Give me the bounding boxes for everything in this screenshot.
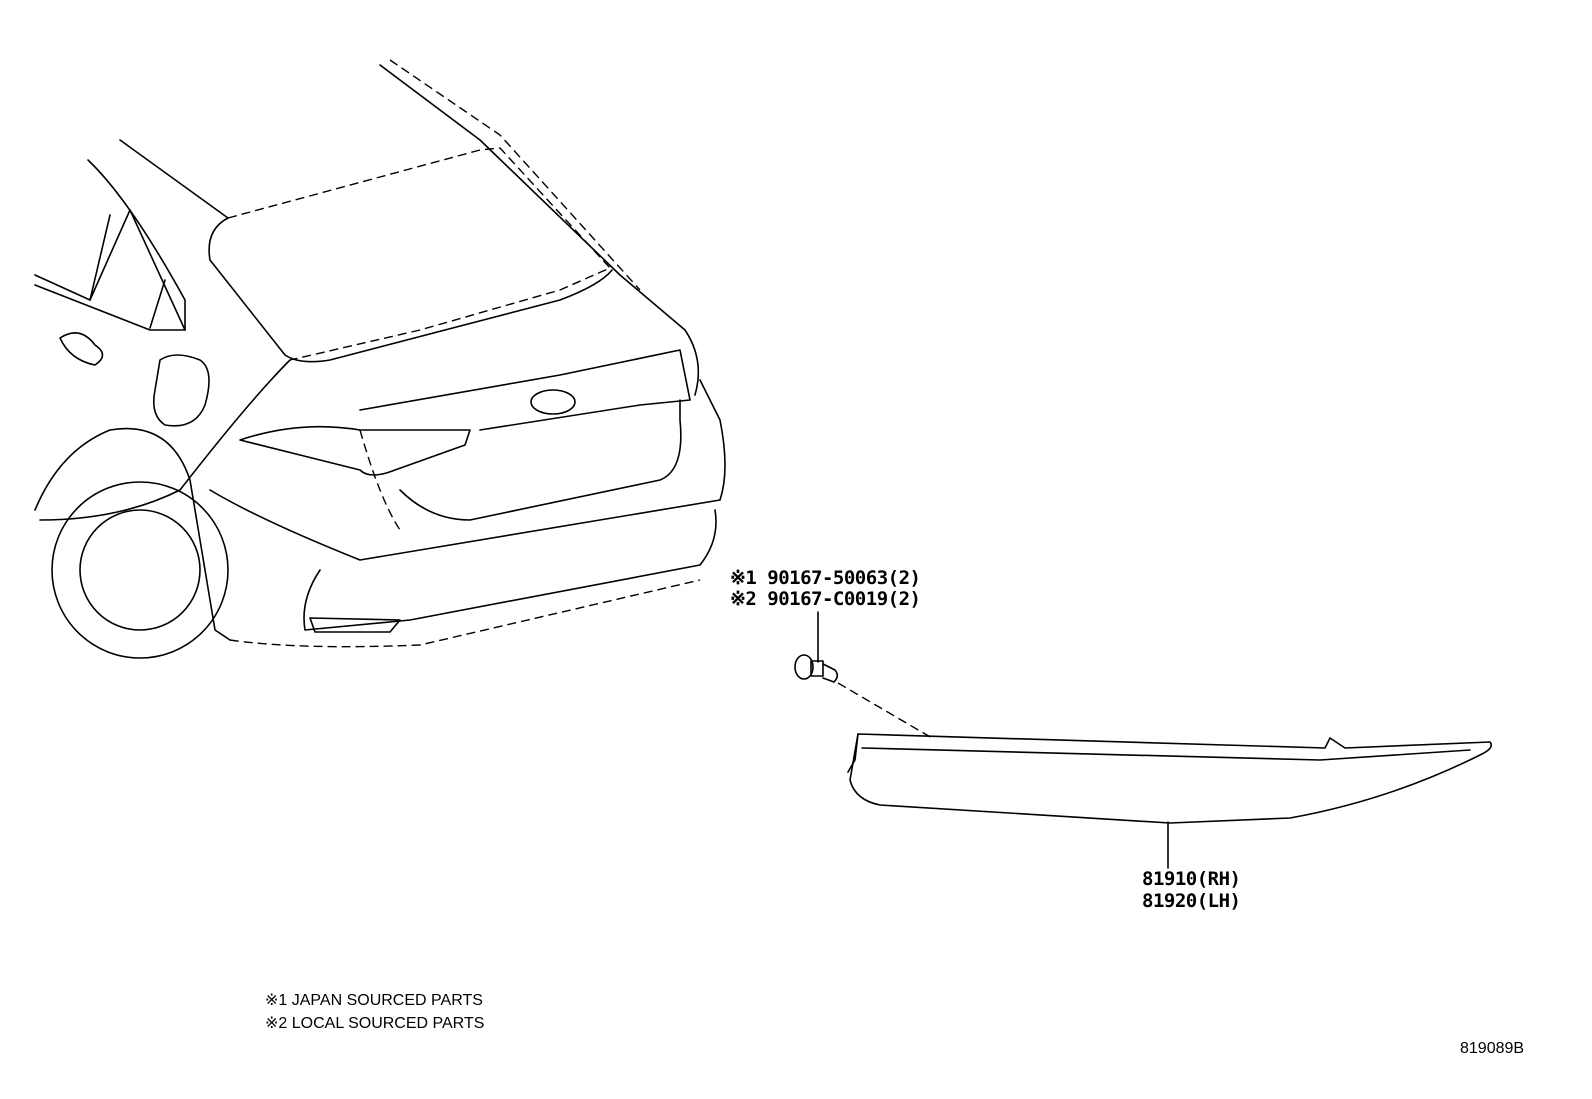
- car-outline: [34, 59, 726, 659]
- legend-japan-sourced: ※1 JAPAN SOURCED PARTS: [265, 992, 483, 1009]
- bolt-install-line: [837, 682, 933, 739]
- bolt-part-number-local[interactable]: ※2 90167-C0019(2): [730, 588, 921, 610]
- bolt-part-number-japan[interactable]: ※1 90167-50063(2): [730, 567, 921, 589]
- rear-reflector-icon: [847, 733, 1493, 824]
- reflector-part-number-lh[interactable]: 81920(LH): [1142, 890, 1241, 912]
- bolt-icon: [794, 654, 839, 683]
- diagram-code: 819089B: [1460, 1040, 1525, 1057]
- legend-local-sourced: ※2 LOCAL SOURCED PARTS: [265, 1015, 485, 1032]
- reflector-part-number-rh[interactable]: 81910(RH): [1142, 868, 1241, 890]
